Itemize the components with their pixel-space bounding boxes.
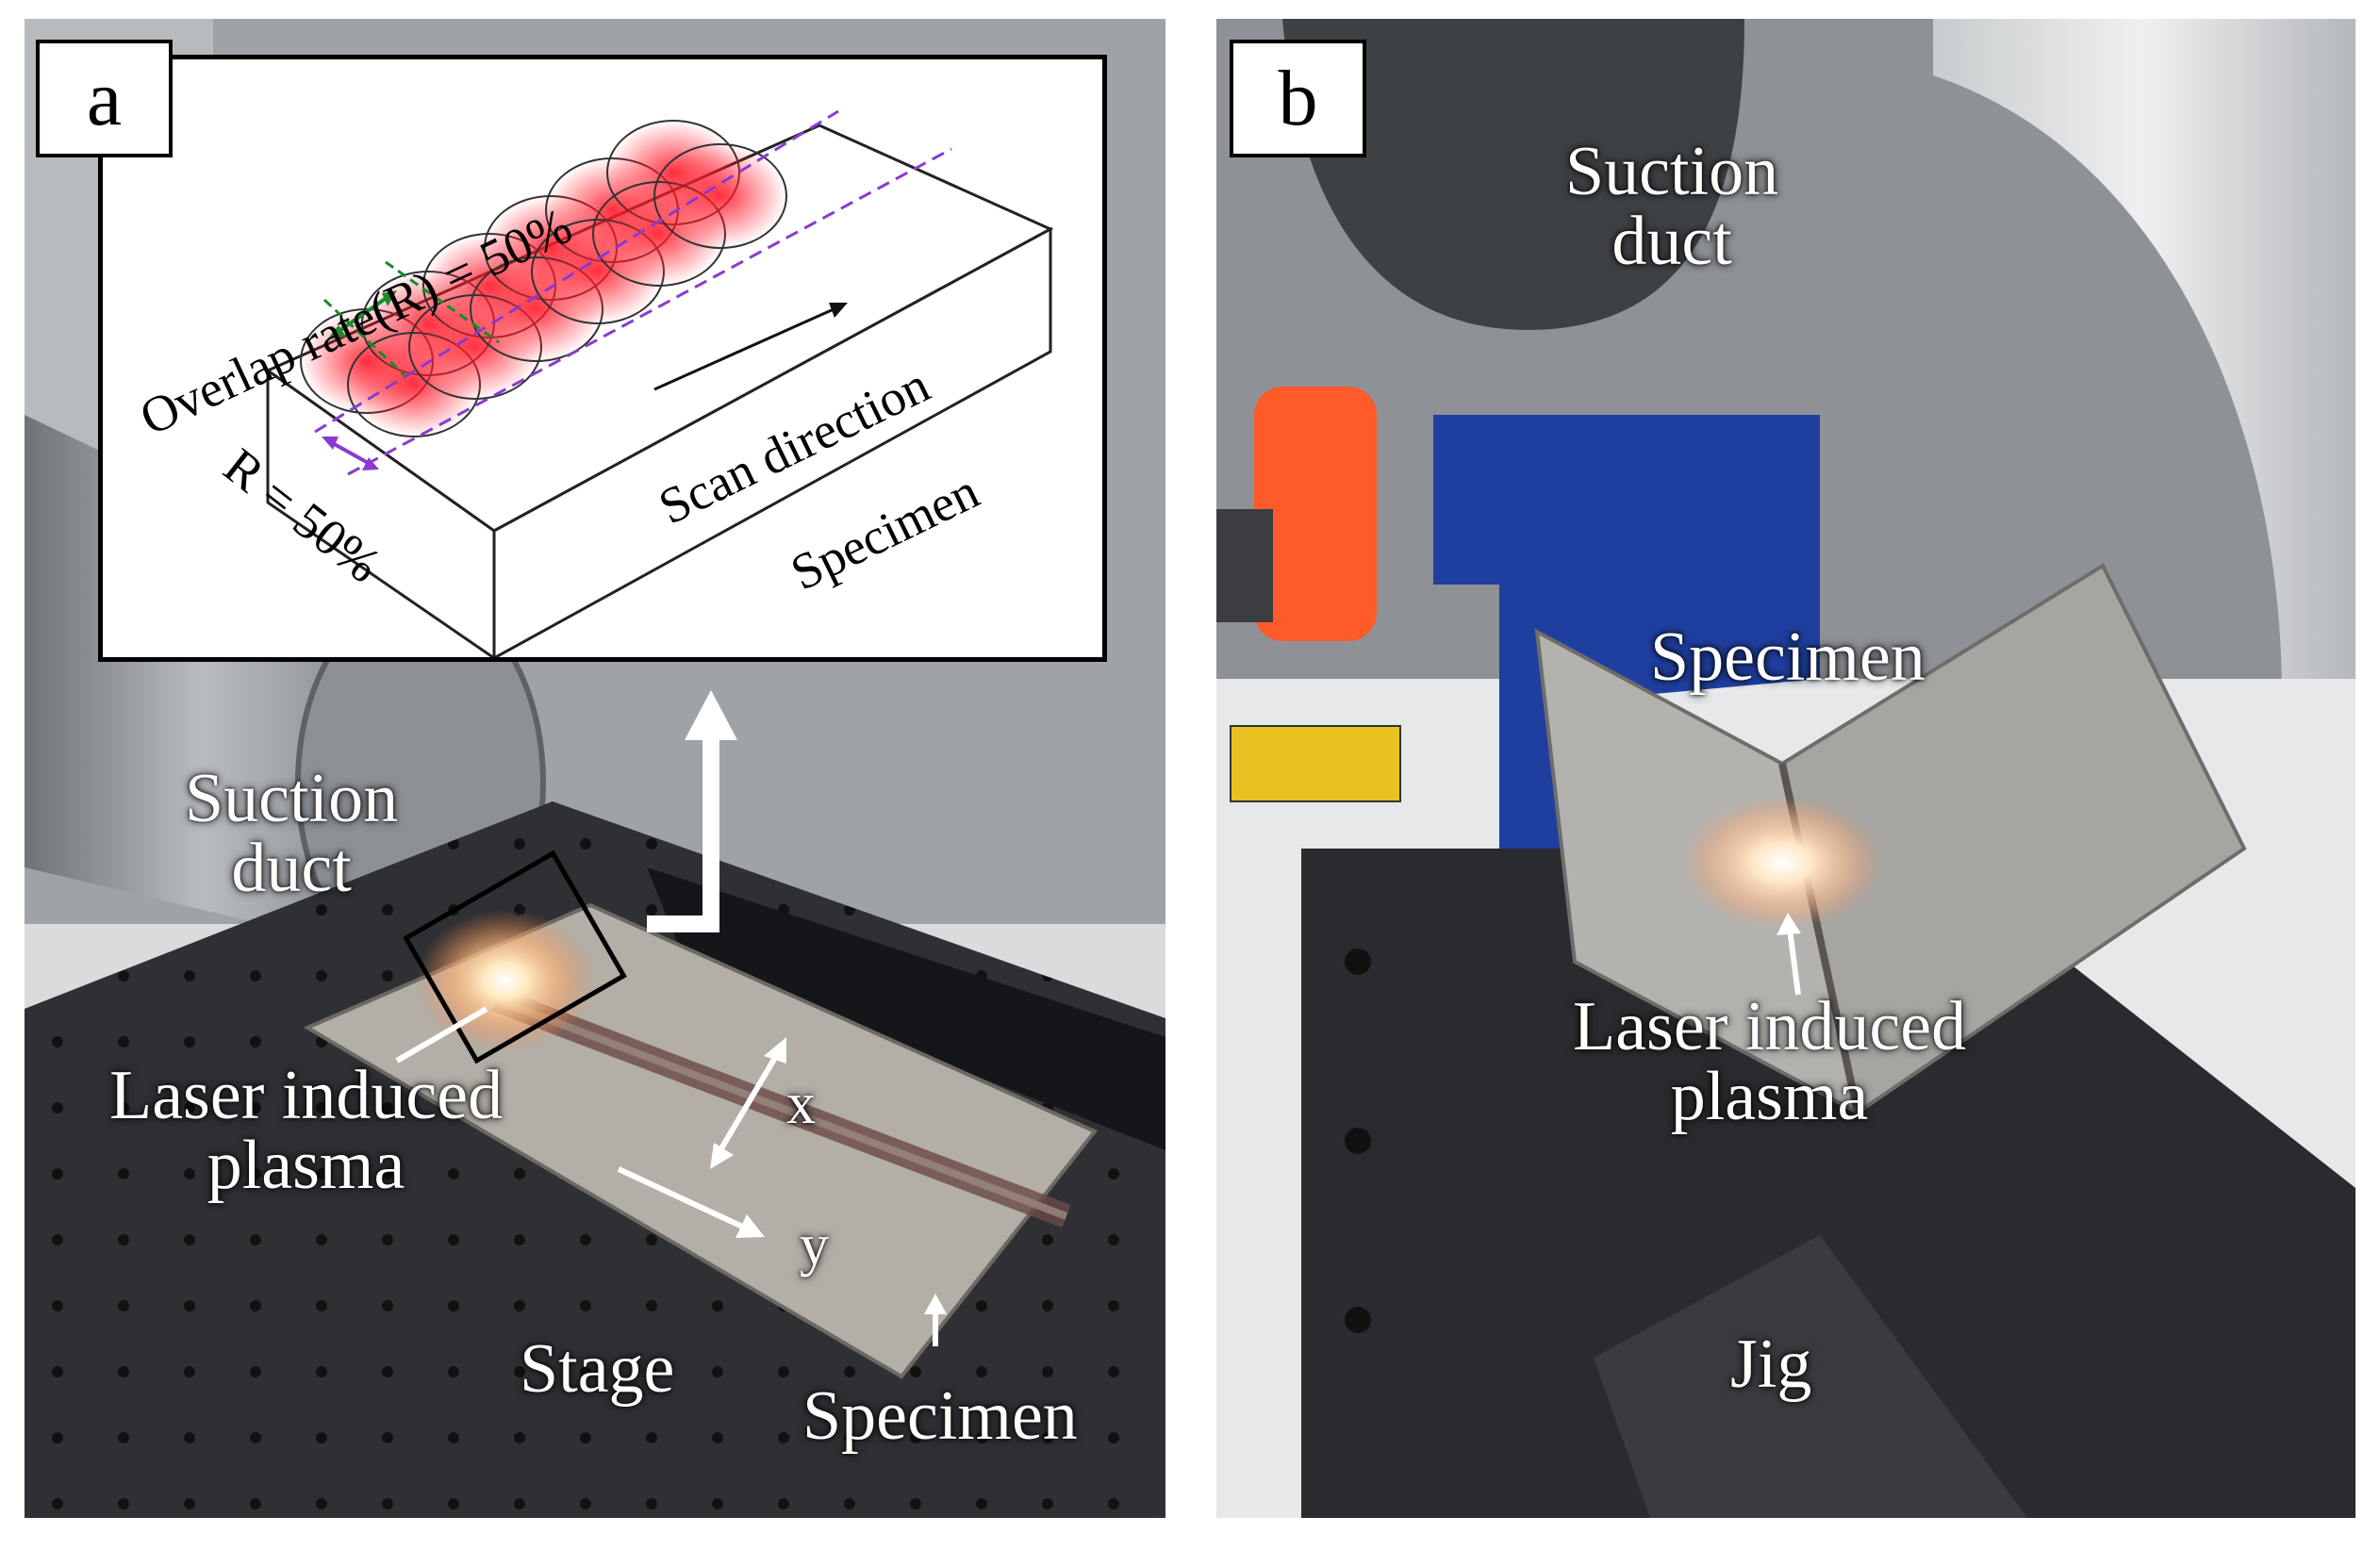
jig-rail <box>1301 849 2355 1518</box>
suction-duct-label-a: Suction duct <box>185 760 399 907</box>
axis-y-label: y <box>800 1213 829 1278</box>
panel-a-photo: Overlap rate(R) = 50% R = 50% Scan direc… <box>25 19 1165 1518</box>
plasma-highlight-box <box>403 849 627 1064</box>
blue-mount <box>1433 415 1820 886</box>
panel-b-photo: b Suction duct Specimen Laser induced pl… <box>1216 19 2355 1518</box>
laser-plasma-label-a: Laser induced plasma <box>109 1057 504 1204</box>
axis-x-label: x <box>786 1072 816 1136</box>
laser-plasma-label-b: Laser induced plasma <box>1573 988 1967 1135</box>
suction-duct-b <box>1282 19 1744 330</box>
laser-pointer-arrow-b <box>1787 928 1801 996</box>
overlap-schematic-inset: Overlap rate(R) = 50% R = 50% Scan direc… <box>98 55 1107 662</box>
l-arrow-icon <box>647 735 719 932</box>
flex-hose-b <box>1933 19 2355 698</box>
overlap-arrow <box>332 293 392 337</box>
specimen-label-a: Specimen <box>802 1377 1078 1455</box>
panel-b-photo-scene <box>1216 19 2355 1518</box>
scan-direction-arrow <box>653 307 835 391</box>
panel-a-letter: a <box>36 40 173 157</box>
specimen-label-b: Specimen <box>1650 618 1925 696</box>
suction-duct-label-b: Suction duct <box>1565 133 1779 280</box>
laser-pointer-line <box>395 1006 488 1064</box>
laser-spot-row-2 <box>347 143 787 437</box>
laser-plasma-glow <box>416 910 595 1051</box>
r-guide-line-2 <box>347 147 952 476</box>
r-marker-arrow <box>328 439 372 467</box>
panel-b-letter: b <box>1230 40 1366 157</box>
warning-label <box>1230 725 1401 802</box>
orange-motor <box>1254 387 1377 641</box>
stage-label: Stage <box>520 1330 675 1408</box>
y-axis-arrow <box>617 1166 752 1233</box>
x-axis-arrow <box>715 1049 782 1157</box>
laser-plasma-glow-b <box>1683 797 1881 929</box>
jig-label: Jig <box>1730 1326 1812 1403</box>
schematic-drawing <box>264 109 1054 657</box>
